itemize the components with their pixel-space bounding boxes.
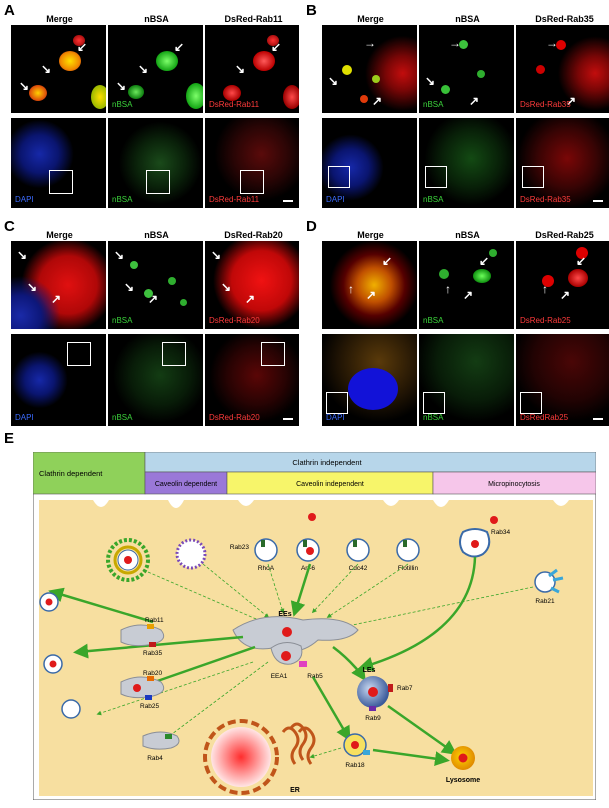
label-eea1: EEA1 [271, 673, 288, 680]
panel-letter-d: D [306, 218, 317, 235]
micrograph-merge-zoom-a: ↘↙↘ [11, 25, 106, 113]
label-channel: DsRed-Rab25 [520, 316, 571, 325]
label-nbsa: nBSA [112, 100, 133, 109]
caveolae [175, 538, 207, 570]
label-channel: DsRed-Rab35 [520, 100, 571, 109]
endocytosis-schematic: Clathrin dependent Clathrin independent … [33, 452, 596, 800]
micrograph-channel-overview-b: DsRed-Rab35 [516, 118, 609, 208]
clathrin-vesicle [106, 538, 150, 582]
er [281, 722, 316, 765]
label-nbsa-overview: nBSA [423, 195, 444, 204]
micrograph-nbsa-zoom-b: →↘↗ nBSA [419, 25, 514, 113]
micrograph-merge-overview-d: DAPI [322, 334, 417, 426]
label-clathrin-dependent: Clathrin dependent [39, 469, 103, 478]
label-rab23: Rab23 [230, 544, 250, 551]
label-nbsa-overview: nBSA [112, 413, 133, 422]
header-clathrin-independent [144, 452, 596, 473]
micrograph-channel-zoom-a: ↘↙ DsRed-Rab11 [205, 25, 299, 113]
label-caveolin-independent: Caveolin independent [296, 481, 364, 488]
panel-letter-c: C [4, 218, 15, 235]
label-rhoa: RhoA [258, 565, 275, 572]
nucleus [211, 727, 271, 787]
title-merge-b: Merge [357, 14, 384, 24]
micrograph-nbsa-zoom-c: ↘↘↗ nBSA [108, 241, 203, 329]
label-channel-overview: DsRedRab25 [520, 413, 569, 422]
label-dapi: DAPI [326, 195, 345, 204]
label-dapi: DAPI [15, 413, 34, 422]
micrograph-channel-zoom-d: ↙↑↗ DsRed-Rab25 [516, 241, 609, 329]
label-clathrin-independent: Clathrin independent [292, 458, 362, 467]
micrograph-merge-zoom-d: ↙↑↗ [322, 241, 417, 329]
title-nbsa-c: nBSA [144, 230, 169, 240]
label-nbsa-overview: nBSA [423, 413, 444, 422]
title-merge-a: Merge [46, 14, 73, 24]
label-rab20: Rab20 [143, 670, 163, 677]
label-rab18: Rab18 [345, 762, 365, 769]
label-caveolin-dependent: Caveolin dependent [155, 481, 217, 488]
label-rab35: Rab35 [143, 650, 163, 657]
label-rab4: Rab4 [147, 755, 163, 762]
title-merge-c: Merge [46, 230, 73, 240]
label-ees: EEs [278, 611, 291, 618]
label-rab9: Rab9 [365, 715, 381, 722]
label-nbsa: nBSA [423, 100, 444, 109]
title-channel-b: DsRed-Rab35 [535, 14, 594, 24]
title-channel-a: DsRed-Rab11 [224, 14, 283, 24]
title-merge-d: Merge [357, 230, 384, 240]
panel-letter-b: B [306, 2, 317, 19]
label-nbsa: nBSA [112, 316, 133, 325]
label-channel-overview: DsRed-Rab35 [520, 195, 571, 204]
title-nbsa-a: nBSA [144, 14, 169, 24]
title-channel-d: DsRed-Rab25 [535, 230, 594, 240]
label-rab5: Rab5 [307, 673, 323, 680]
title-nbsa-b: nBSA [455, 14, 480, 24]
micrograph-merge-overview-a: DAPI [11, 118, 106, 208]
label-micropinocytosis: Micropinocytosis [488, 481, 540, 488]
title-channel-c: DsRed-Rab20 [224, 230, 283, 240]
label-er: ER [290, 787, 300, 794]
label-lysosome: Lysosome [446, 777, 480, 784]
micrograph-channel-zoom-c: ↘↘↗ DsRed-Rab20 [205, 241, 299, 329]
micrograph-nbsa-zoom-d: ↙↑↗ nBSA [419, 241, 514, 329]
label-dapi: DAPI [15, 195, 34, 204]
label-channel: DsRed-Rab11 [209, 100, 260, 109]
label-channel-overview: DsRed-Rab20 [209, 413, 260, 422]
panel-letter-a: A [4, 2, 15, 19]
title-nbsa-d: nBSA [455, 230, 480, 240]
micrograph-merge-overview-c: DAPI [11, 334, 106, 426]
label-rab21: Rab21 [535, 598, 555, 605]
label-rab25: Rab25 [140, 703, 160, 710]
label-cdc42: Cdc42 [349, 565, 368, 572]
label-dapi: DAPI [326, 413, 345, 422]
micrograph-channel-overview-a: DsRed-Rab11 [205, 118, 299, 208]
label-nbsa-overview: nBSA [112, 195, 133, 204]
label-rab34: Rab34 [491, 529, 511, 536]
micrograph-channel-overview-d: DsRedRab25 [516, 334, 609, 426]
header-clathrin-dependent [33, 452, 146, 495]
micrograph-channel-overview-c: DsRed-Rab20 [205, 334, 299, 426]
micrograph-merge-overview-b: DAPI [322, 118, 417, 208]
micrograph-nbsa-zoom-a: ↘↙↘ nBSA [108, 25, 203, 113]
micrograph-nbsa-overview-c: nBSA [108, 334, 203, 426]
label-rab11: Rab11 [145, 617, 164, 624]
micrograph-merge-zoom-b: →↘↗ [322, 25, 417, 113]
label-nbsa: nBSA [423, 316, 444, 325]
micrograph-nbsa-overview-d: nBSA [419, 334, 514, 426]
label-les: LEs [363, 667, 376, 674]
micrograph-nbsa-overview-a: nBSA [108, 118, 203, 208]
nuclear-envelope [203, 719, 279, 795]
label-flotillin: Flotillin [398, 565, 419, 572]
panel-letter-e: E [4, 430, 15, 447]
micrograph-nbsa-overview-b: nBSA [419, 118, 514, 208]
cell-body [39, 500, 593, 796]
label-channel-overview: DsRed-Rab11 [209, 195, 260, 204]
micrograph-merge-zoom-c: ↘↘↗ [11, 241, 106, 329]
label-channel: DsRed-Rab20 [209, 316, 260, 325]
micrograph-channel-zoom-b: →↗ DsRed-Rab35 [516, 25, 609, 113]
early-endosome [232, 616, 359, 667]
label-rab7: Rab7 [397, 685, 413, 692]
